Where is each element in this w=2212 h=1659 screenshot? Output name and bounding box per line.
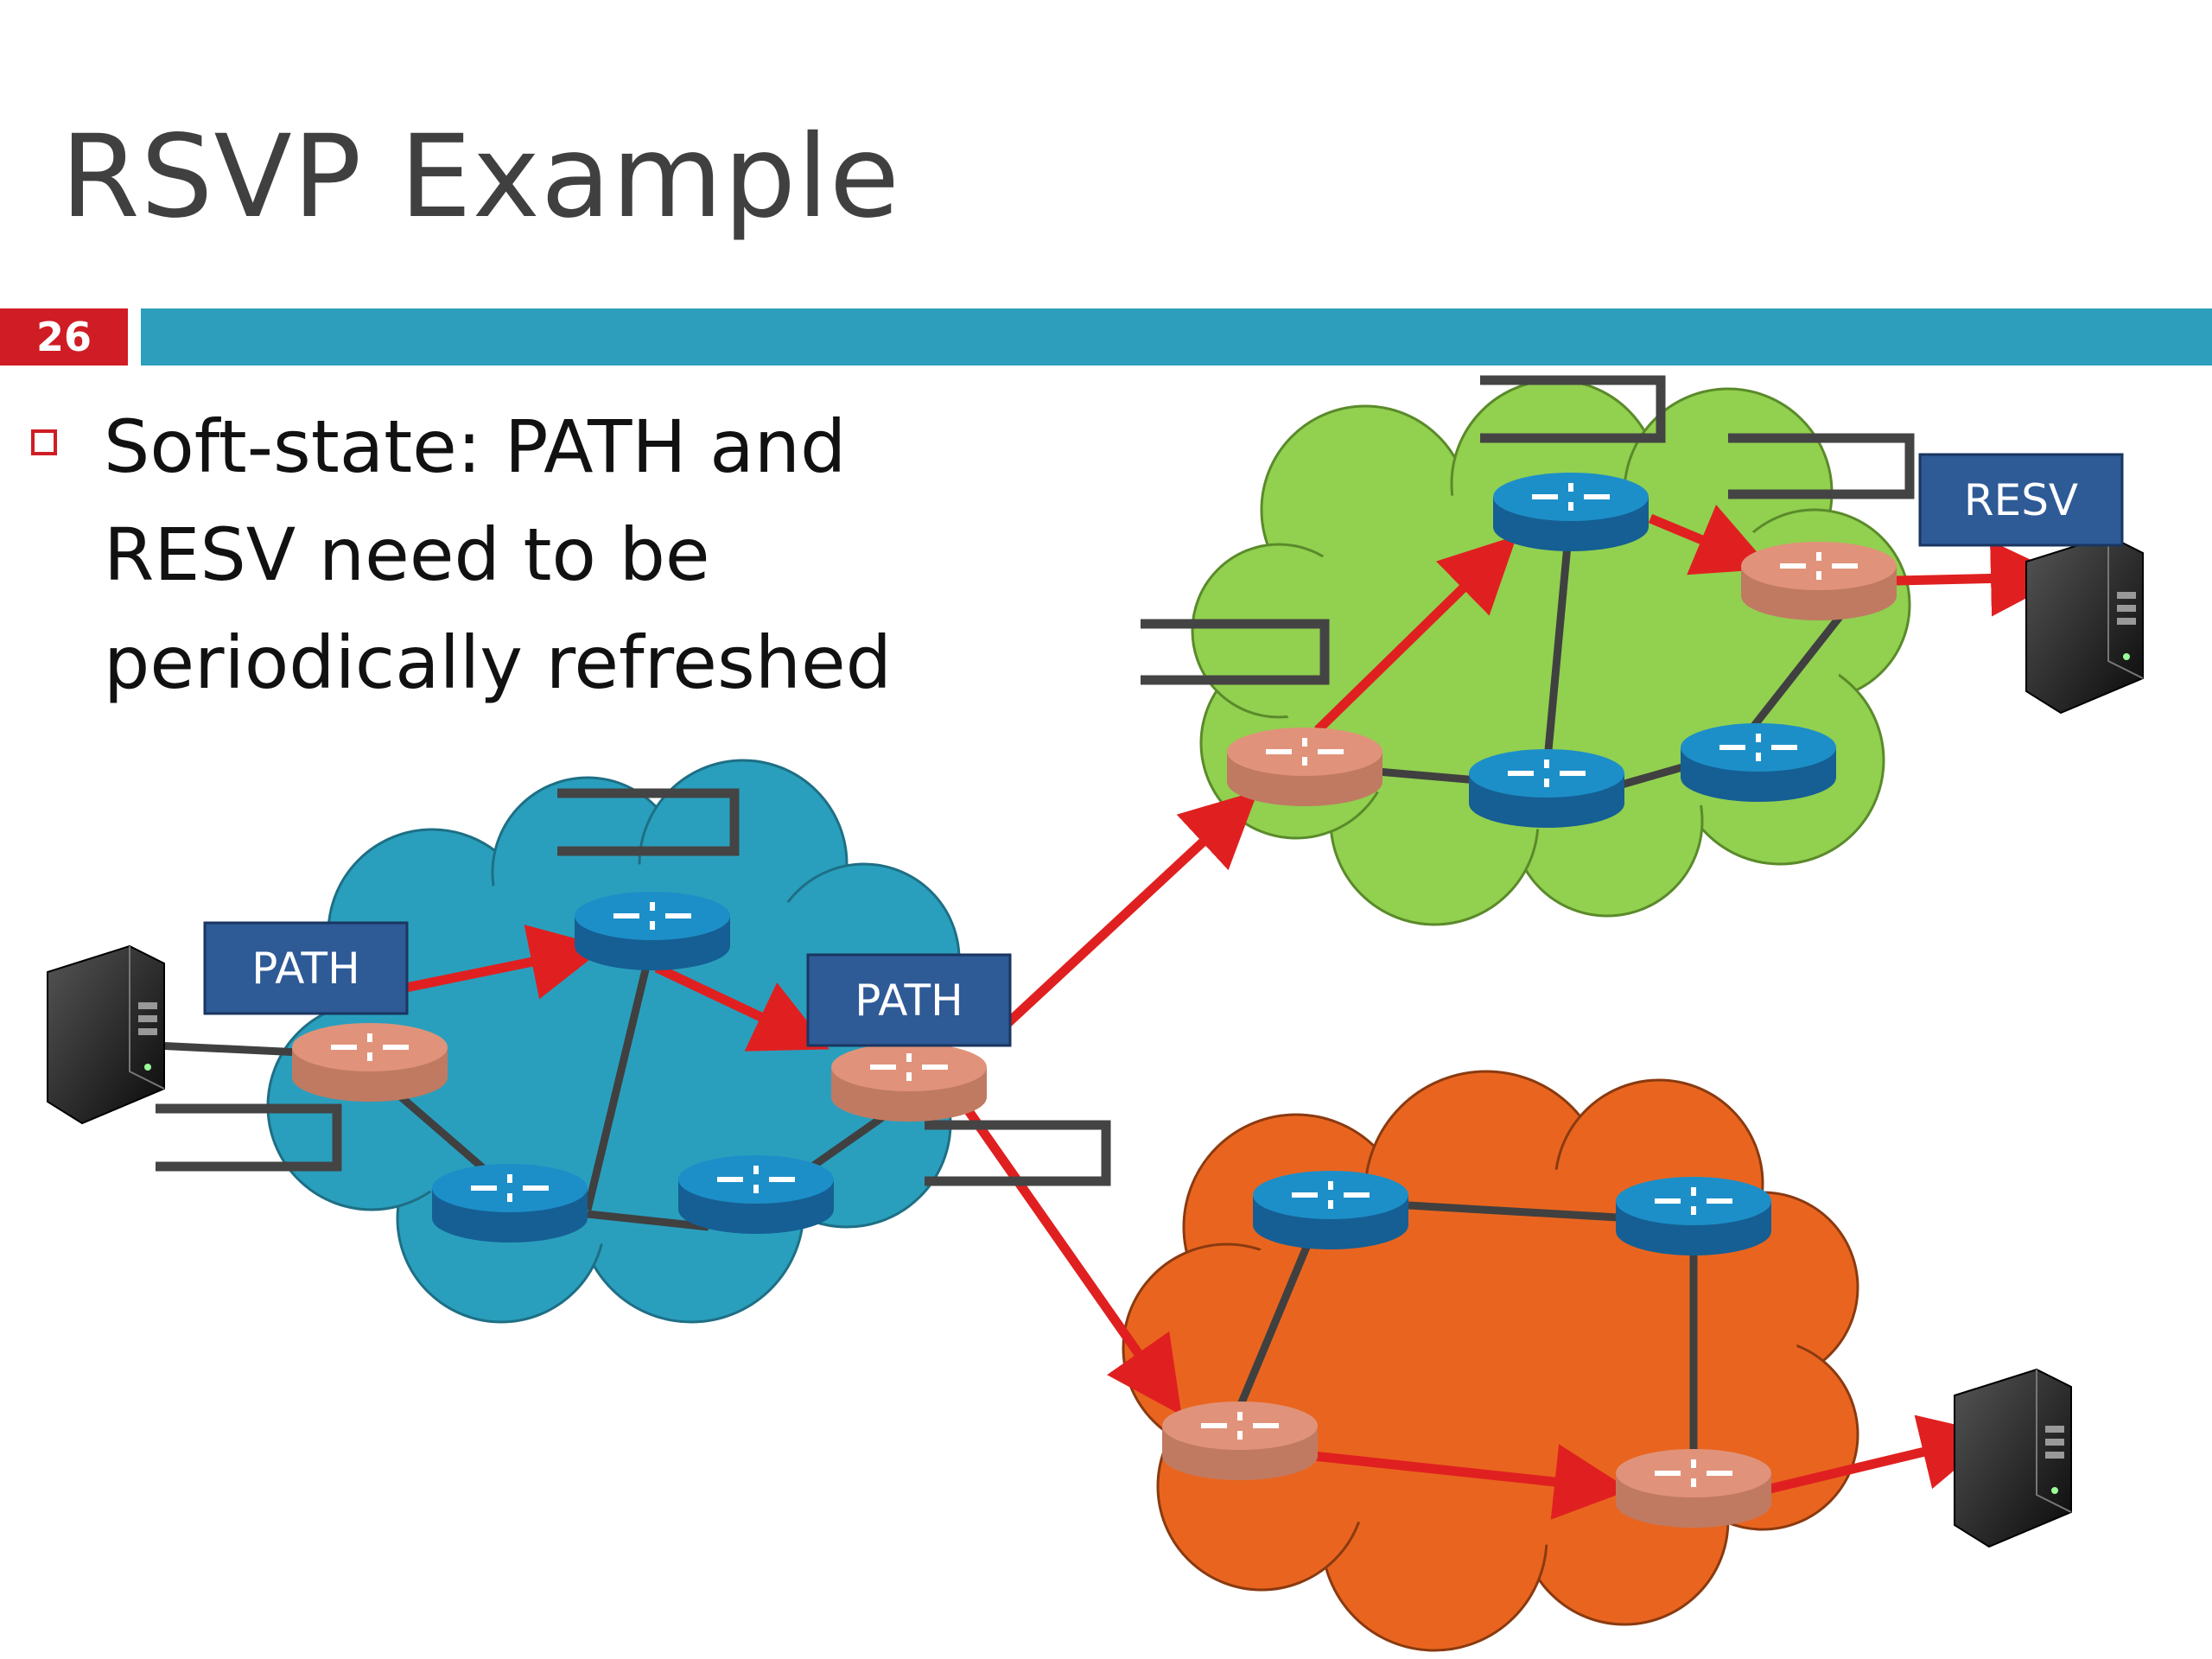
router-icon [831,1043,987,1122]
state-bracket-icon [925,1120,1111,1186]
state-bracket-icon [1480,375,1666,443]
slide-number: 26 [0,308,128,365]
server-icon [1954,1368,2072,1548]
router-icon [1253,1171,1408,1249]
router-icon [1681,723,1836,802]
path-label-box-1: PATH [203,921,409,1015]
router-icon [1227,728,1382,806]
title-accent-bar [141,308,2212,365]
router-icon [575,892,730,970]
server-icon [47,944,165,1125]
server-icon [2025,534,2144,715]
resv-label: RESV [1964,475,2078,525]
state-bracket-icon [557,788,740,856]
routers [292,473,1897,1528]
router-icon [292,1023,448,1102]
router-icon [432,1164,588,1243]
state-bracket-icon [1728,433,1915,499]
router-icon [1616,1449,1771,1528]
resv-label-box: RESV [1918,453,2124,547]
path-label-2: PATH [855,976,963,1026]
state-bracket-icon [156,1103,342,1172]
router-icon [1616,1177,1771,1255]
orange-cloud [1122,1070,1859,1652]
message-flow-arrows [396,505,2067,1520]
slide-title: RSVP Example [60,111,901,244]
path-label-1: PATH [251,944,359,994]
state-brackets [156,375,1915,1186]
green-cloud [1191,378,1911,926]
router-icon [1741,542,1897,620]
path-label-box-2: PATH [806,953,1012,1047]
router-icon [1493,473,1649,551]
router-icon [1162,1402,1318,1480]
state-bracket-icon [1141,619,1330,685]
bullet-text: Soft-state: PATH and RESV need to be per… [104,404,892,705]
router-icon [678,1155,834,1234]
bullet-square-icon [31,429,57,455]
router-icon [1469,749,1624,828]
